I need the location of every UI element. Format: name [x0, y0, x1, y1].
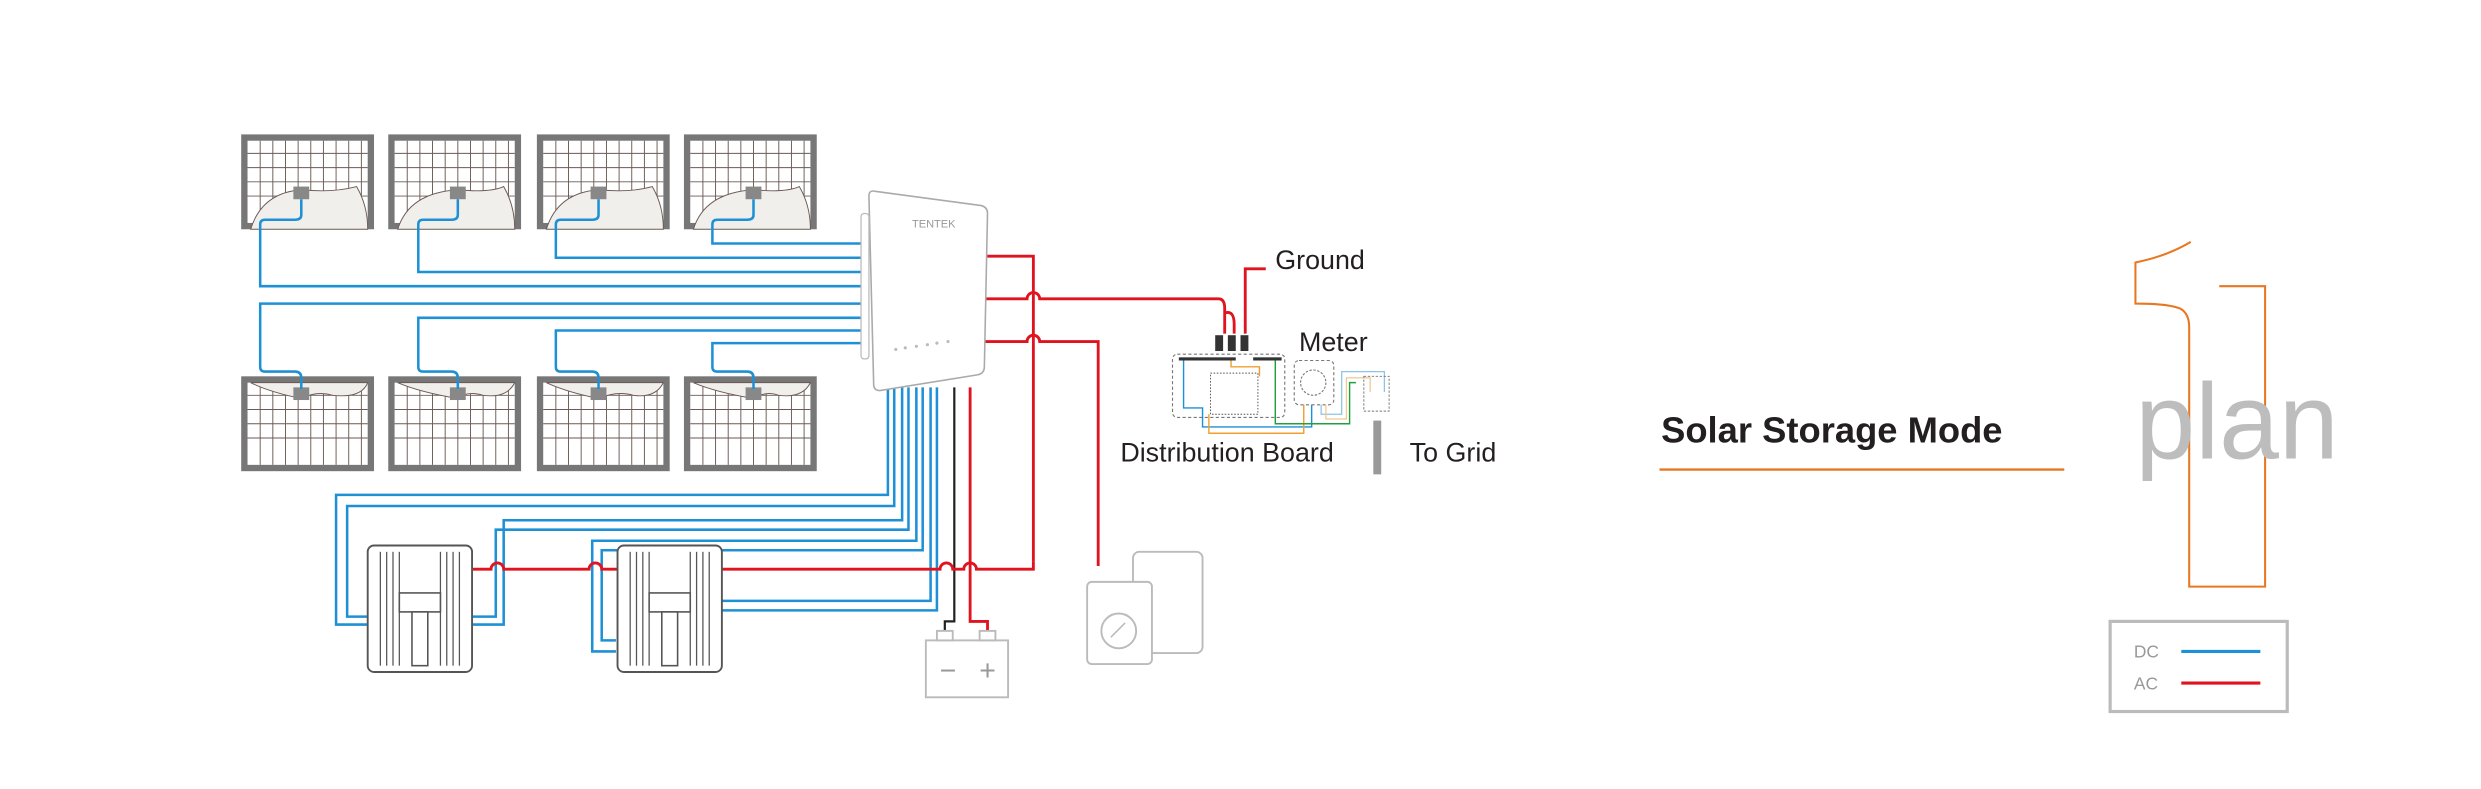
battery-negative-wire [943, 387, 956, 633]
dc-charger-2 [616, 544, 723, 673]
ground-label: Ground [1275, 245, 1365, 275]
battery-positive-wire [968, 387, 989, 633]
meter-label: Meter [1299, 327, 1368, 357]
home-appliances [1086, 550, 1204, 666]
plan-number-outline [2134, 241, 2267, 588]
dc-wiring-chargers [334, 387, 939, 653]
brand-logo: TENTEK [912, 219, 956, 231]
ground-wire [1243, 267, 1266, 334]
legend-ac-label: AC [2134, 673, 2158, 693]
ac-wiring [472, 254, 1266, 571]
solar-panel-array-bottom [240, 375, 818, 472]
solar-panel-array-top [240, 133, 818, 230]
to-grid-label: To Grid [1410, 438, 1497, 468]
legend: DC AC [2108, 619, 2289, 714]
battery-minus: − [940, 655, 957, 687]
grid-cable-icon [1373, 420, 1382, 475]
page-title: Solar Storage Mode [1661, 410, 2002, 451]
battery: − + [924, 629, 1010, 699]
hybrid-inverter: TENTEK [860, 190, 989, 392]
distribution-board-label: Distribution Board [1120, 438, 1334, 468]
legend-dc-label: DC [2134, 642, 2159, 662]
dc-wiring-panels [258, 199, 866, 389]
dc-charger-1 [366, 544, 474, 673]
energy-meter [1293, 359, 1390, 475]
plan-word: plan [2135, 362, 2338, 482]
battery-plus: + [979, 655, 996, 687]
distribution-board [1171, 335, 1356, 434]
